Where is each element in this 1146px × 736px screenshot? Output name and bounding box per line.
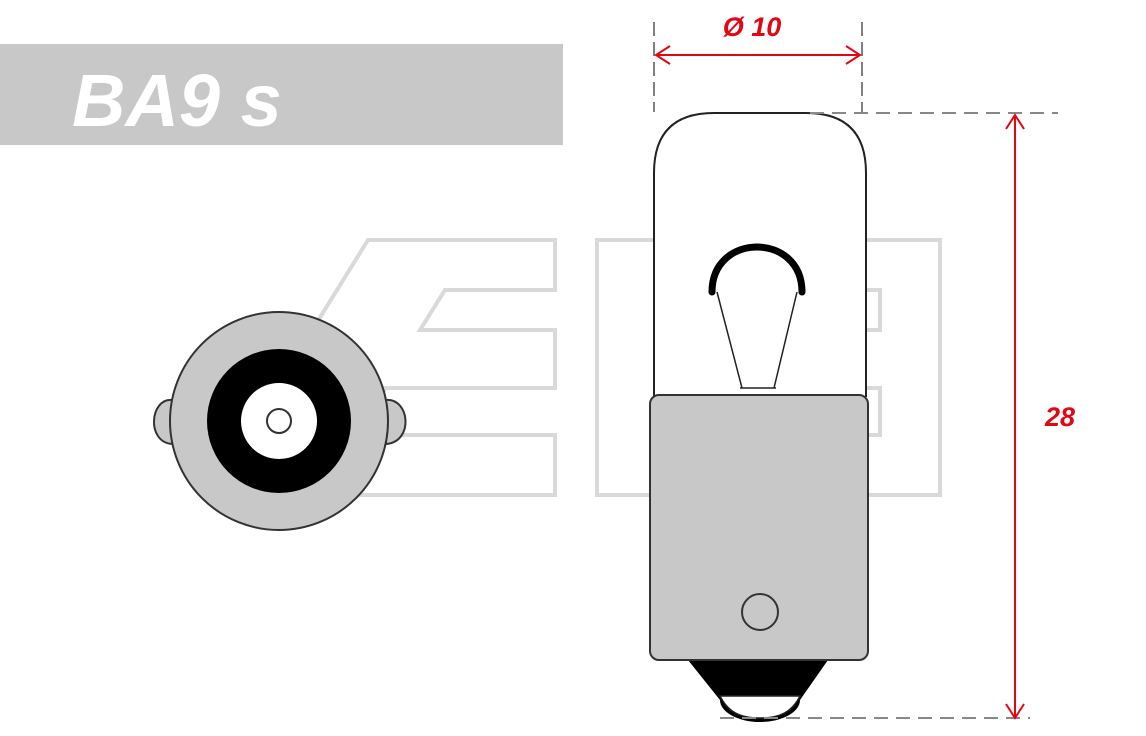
metal-base [649,394,869,661]
base-end-view [153,311,407,531]
glass-envelope [653,112,867,397]
filament [708,243,806,296]
bulb-side-view [649,112,869,722]
diameter-label: Ø 10 [723,12,782,42]
bayonet-pin-right [385,398,407,446]
bulb-type-title: BA9 s [72,59,282,142]
center-contact [266,408,292,434]
bayonet-pin-left [153,398,173,446]
height-dimension: 28 [720,112,1075,720]
bayonet-pin [741,593,779,631]
title-banner: BA9 s [0,44,563,145]
diameter-dimension: Ø 10 [653,12,863,112]
height-label: 28 [1044,402,1075,432]
